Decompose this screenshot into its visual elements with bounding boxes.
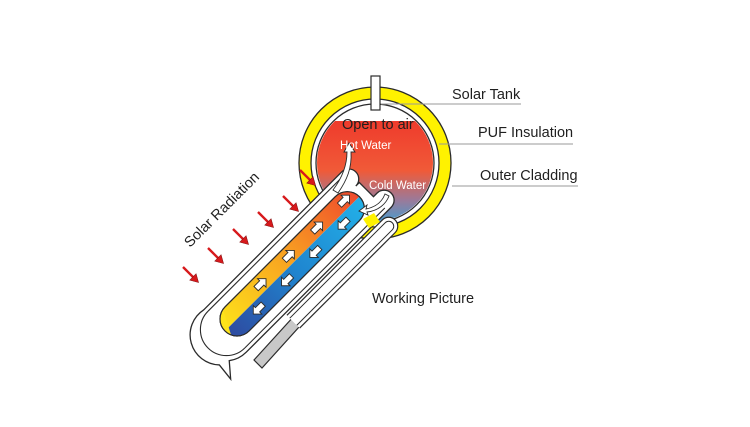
- cold-flow-arrow: [252, 301, 266, 315]
- outer-cladding-label: Outer Cladding: [480, 168, 578, 184]
- radiation-arrow: [257, 211, 274, 228]
- hot-flow-arrow: [309, 221, 324, 235]
- cold-flow-arrows: [252, 216, 351, 315]
- working-picture-caption: Working Picture: [372, 291, 474, 307]
- cold-water-sinking-arrow: [358, 193, 390, 216]
- open-to-air-label: Open to air: [342, 117, 414, 133]
- hot-flow-arrow: [253, 278, 267, 292]
- solar-radiation-label: Solar Radiation: [182, 169, 263, 250]
- hot-flow-arrow: [336, 194, 350, 208]
- radiation-arrow: [299, 169, 316, 186]
- hot-flow-arrows: [253, 194, 350, 292]
- radiation-arrow: [282, 195, 299, 212]
- hot-water-rising-arrow: [332, 142, 356, 194]
- cold-flow-arrow: [281, 273, 295, 287]
- cold-water-label: Cold Water: [369, 180, 426, 192]
- vacuum-tube-rear: [286, 216, 399, 329]
- hot-flow-arrow: [281, 249, 295, 264]
- radiation-arrow: [232, 228, 249, 245]
- hot-water-label: Hot Water: [340, 140, 392, 152]
- puf-insulation-label: PUF Insulation: [478, 125, 573, 141]
- cold-flow-arrow: [309, 244, 323, 258]
- radiation-arrow: [182, 266, 199, 283]
- cold-flow-arrow: [337, 216, 351, 230]
- solar-tank-label: Solar Tank: [452, 87, 521, 103]
- solar-radiation-arrows: [182, 169, 316, 283]
- radiation-arrow: [207, 247, 224, 264]
